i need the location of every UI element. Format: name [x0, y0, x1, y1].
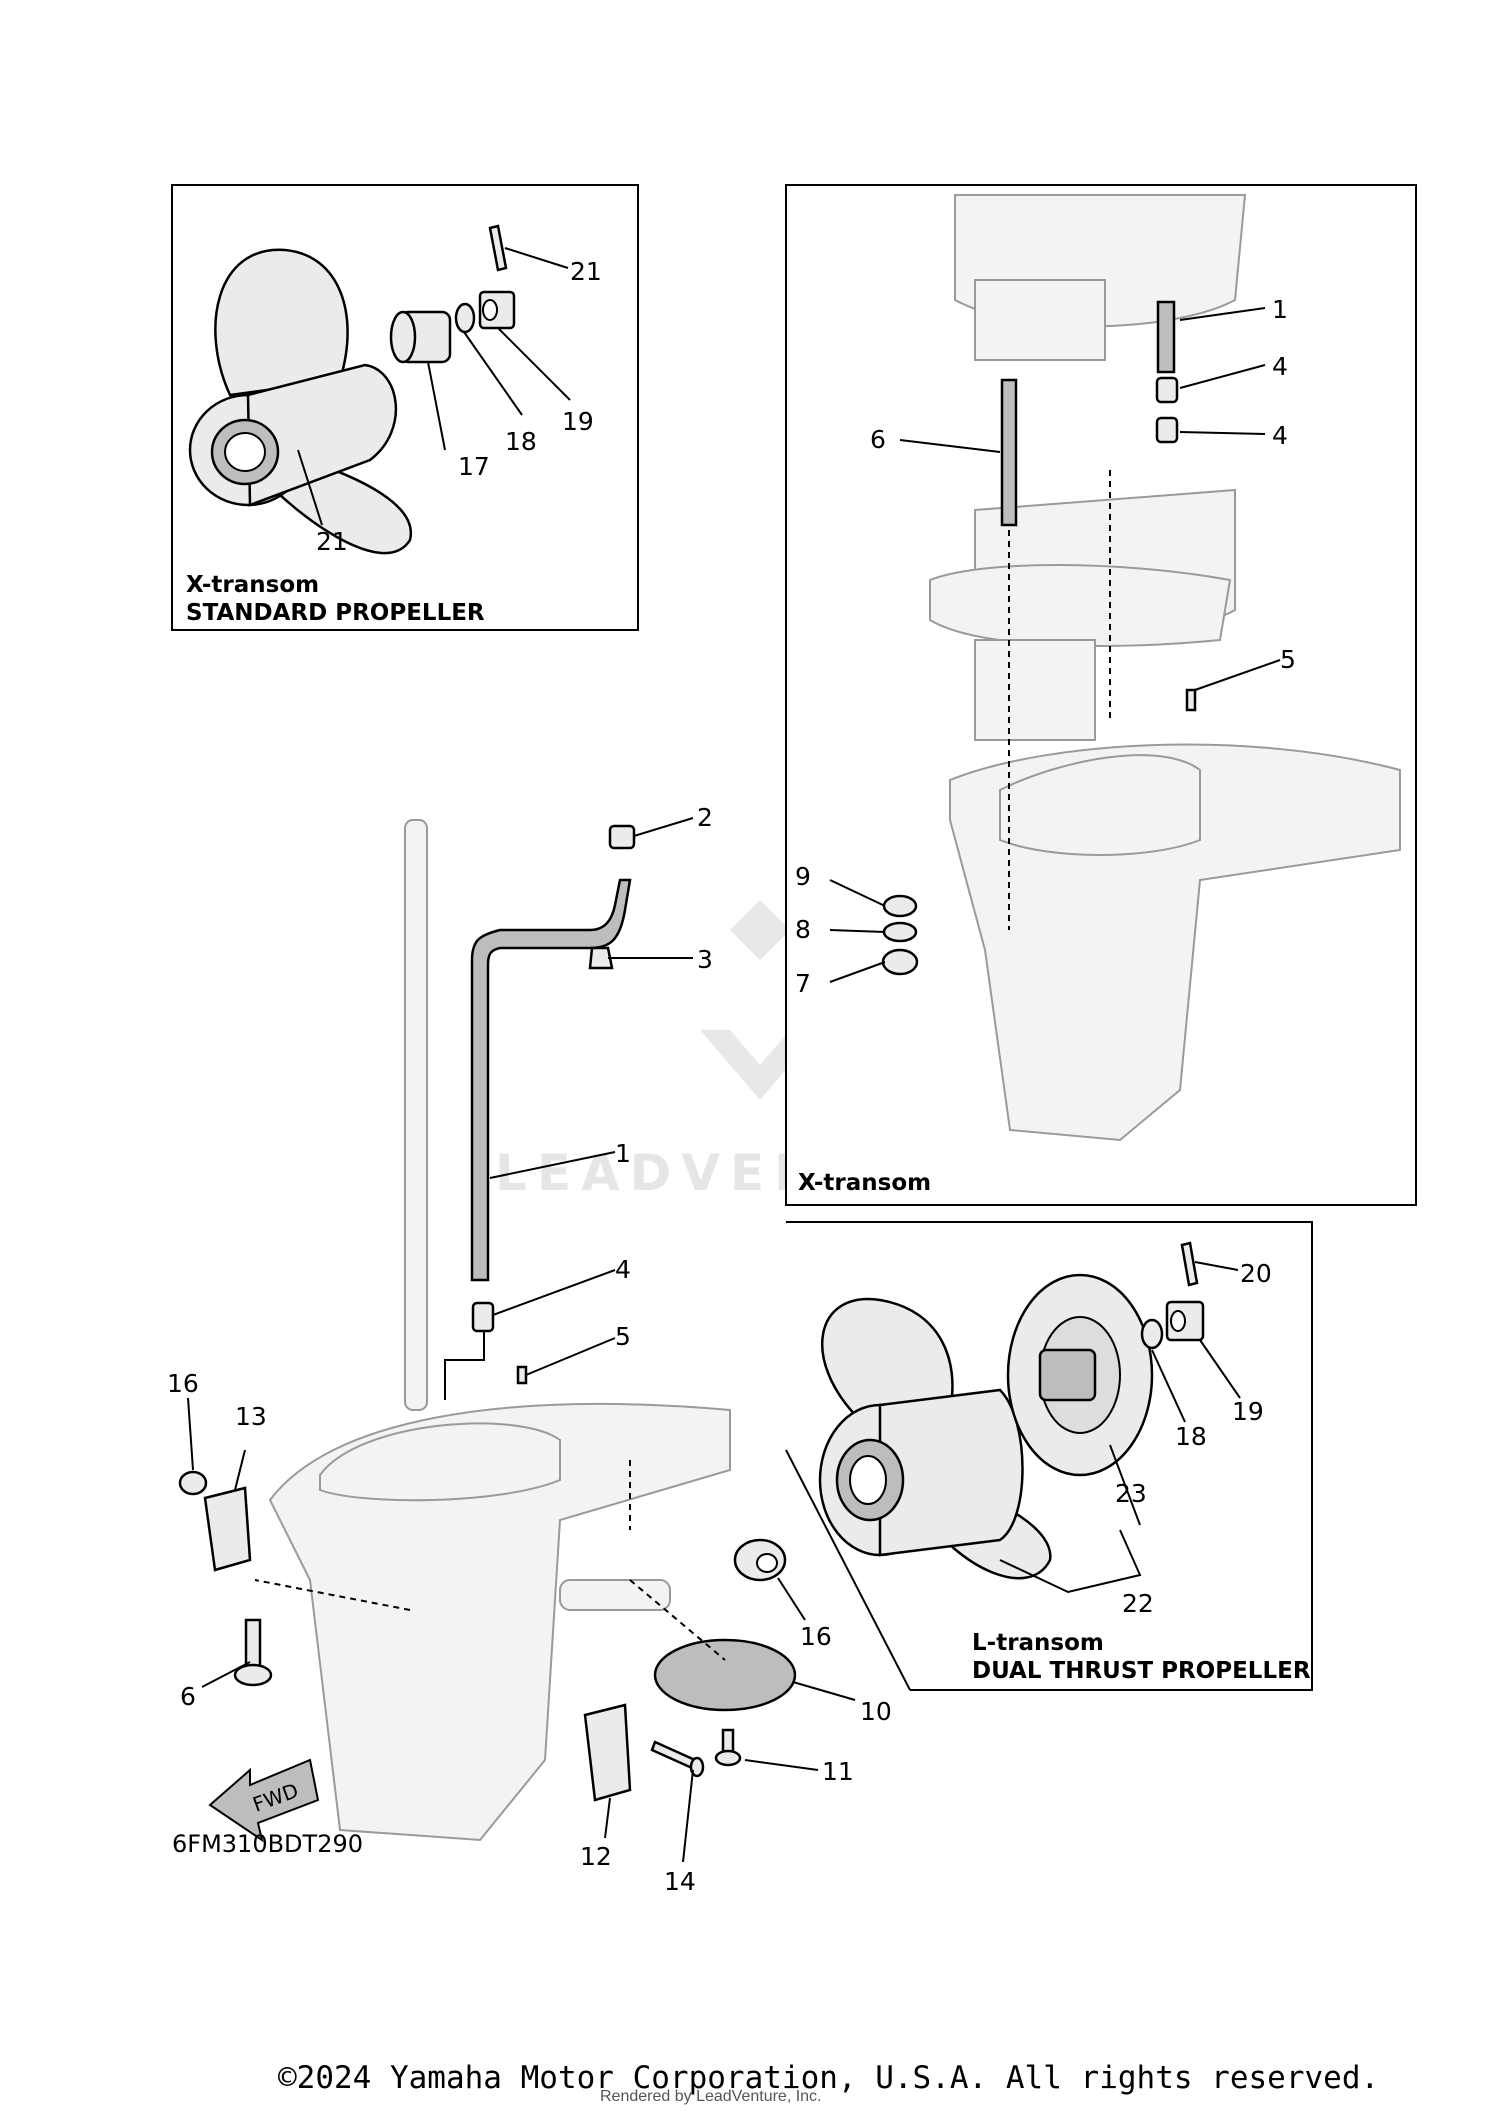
callout-9-x: 9	[795, 862, 811, 891]
callout-21-label: 21	[316, 527, 348, 556]
dual-box-line2: DUAL THRUST PROPELLER	[972, 1658, 1311, 1684]
nut-part-4b-x	[1155, 416, 1179, 444]
callout-19-dual: 19	[1232, 1397, 1264, 1426]
callout-6-x: 6	[870, 425, 886, 454]
callout-19: 19	[562, 407, 594, 436]
spacer-part-17	[389, 310, 452, 364]
grommet-part-3	[588, 946, 614, 970]
x-transom-box-label: X-transom	[798, 1170, 931, 1196]
callout-1: 1	[615, 1139, 631, 1168]
x-transom-box: 1 4 4 6 5 9 8 7 X-transom	[785, 184, 1417, 1206]
callout-23-dual: 23	[1115, 1479, 1147, 1508]
callout-12: 12	[580, 1842, 612, 1871]
standard-box-line2: STANDARD PROPELLER	[186, 600, 485, 626]
washer-part-8-x	[882, 921, 918, 943]
callout-15: 16	[167, 1369, 199, 1398]
drive-shaft-part	[404, 819, 428, 1411]
diagram-code: 6FM310BDT290	[172, 1830, 363, 1858]
callout-10: 10	[860, 1697, 892, 1726]
copyright-notice: ©2024 Yamaha Motor Corporation, U.S.A. A…	[278, 2060, 1380, 2096]
callout-5-x: 5	[1280, 645, 1296, 674]
pin-part-5	[516, 1365, 528, 1385]
water-tube-part-1	[470, 878, 632, 1282]
callout-3: 3	[697, 945, 713, 974]
washer-part-9-x	[882, 894, 918, 918]
dual-thrust-propeller-part	[818, 1297, 1052, 1580]
standard-propeller-box: 21 17 18 19 21 21 X-transom STANDARD PRO…	[171, 184, 639, 631]
bolt-part-11	[714, 1728, 742, 1767]
nut-part-19	[478, 290, 516, 330]
screw-part-14	[650, 1740, 697, 1770]
cotter-pin-part-20	[488, 224, 508, 272]
callout-4b-x: 4	[1272, 421, 1288, 450]
nut-part-15	[178, 1470, 208, 1496]
callout-11: 11	[822, 1757, 854, 1786]
nut-part-19-dual	[1165, 1300, 1205, 1342]
anode-part-13	[203, 1486, 252, 1572]
callout-4a-x: 4	[1272, 352, 1288, 381]
rendered-by-notice: Rendered by LeadVenture, Inc.	[600, 2088, 822, 2105]
pin-part-5-x	[1185, 688, 1197, 712]
callout-5: 5	[615, 1322, 631, 1351]
callout-4: 4	[615, 1255, 631, 1284]
main-exploded-view: FWD 2 3 1 4 5 16 13 6 12 14 10 11 16 16	[167, 803, 892, 1896]
standard-propeller-part	[188, 248, 413, 555]
callout-22-dual: 22	[1122, 1589, 1154, 1618]
anode-part-12	[583, 1703, 632, 1802]
dual-box-line1: L-transom	[972, 1630, 1104, 1656]
stud-part-6-x	[1000, 378, 1018, 527]
callout-13: 13	[235, 1402, 267, 1431]
lower-case-part	[268, 1403, 731, 1842]
callout-20: 21	[570, 257, 602, 286]
spacer-part-23	[1006, 1273, 1154, 1477]
callout-7-x: 7	[795, 969, 811, 998]
nut-part-4a-x	[1155, 376, 1179, 404]
seal-part-4	[471, 1301, 495, 1333]
callout-18-dual: 18	[1175, 1422, 1207, 1451]
callout-6: 6	[180, 1682, 196, 1711]
fwd-arrow: FWD	[208, 1758, 320, 1843]
callout-14: 14	[664, 1867, 696, 1896]
grommet-part-2	[608, 824, 636, 850]
stud-part-1-x	[1156, 300, 1176, 374]
cotter-pin-part-20-dual	[1180, 1241, 1199, 1287]
trim-tab-part-10	[653, 1638, 797, 1712]
bolt-part-6	[233, 1618, 273, 1687]
nut-part-7-x	[881, 948, 919, 976]
washer-part-18-dual	[1140, 1318, 1164, 1350]
callout-2: 2	[697, 803, 713, 832]
callout-18: 18	[505, 427, 537, 456]
callout-8-x: 8	[795, 915, 811, 944]
callout-1-x: 1	[1272, 295, 1288, 324]
callout-16-label: 16	[800, 1622, 832, 1651]
callout-17: 17	[458, 452, 490, 481]
washer-part-16	[733, 1538, 787, 1582]
washer-part-18	[454, 302, 476, 334]
standard-box-line1: X-transom	[186, 572, 319, 598]
callout-20-dual: 20	[1240, 1259, 1272, 1288]
dual-thrust-box: 20 18 19 23 22 L-transom DUAL THRUST PRO…	[785, 1221, 1313, 1691]
